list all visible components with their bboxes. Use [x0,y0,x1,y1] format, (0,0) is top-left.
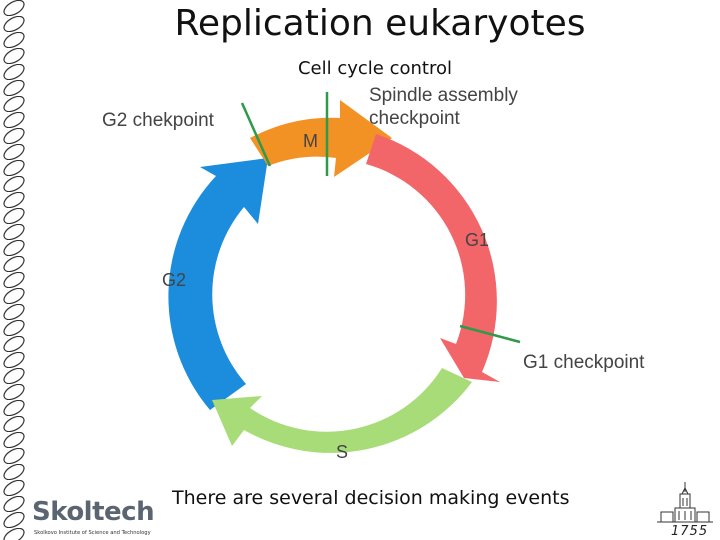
g1-checkpoint-marker [459,324,521,344]
phase-label-g1: G1 [465,230,490,250]
emblem-year: 1755 [671,524,709,539]
g2-checkpoint-marker [240,102,272,167]
spindle-checkpoint-label-line1: Spindle assembly [369,85,518,106]
phase-arc-g2 [168,158,268,410]
spindle-checkpoint-label-line2: checkpoint [369,108,460,129]
logo-wordmark: Skoltech [32,497,155,527]
phase-label-s: S [336,442,349,462]
slide-title: Replication eukaryotes [174,3,586,44]
g2-checkpoint-label: G2 chekpoint [102,110,214,131]
phase-label-m: M [303,131,318,151]
phase-label-g2: G2 [162,270,187,290]
university-building-emblem [657,482,713,523]
phase-arc-m [250,100,392,177]
diagram-subtitle: Cell cycle control [297,58,452,79]
logo-tagline: Skolkovo Institute of Science and Techno… [34,530,151,536]
g1-checkpoint-label: G1 checkpoint [523,352,645,373]
decorative-border [0,0,28,540]
phase-arc-s [212,368,472,453]
skoltech-logo: Skoltech Skolkovo Institute of Science a… [32,497,155,540]
footer-caption: There are several decision making events [172,487,570,509]
phase-arc-g1 [366,134,500,382]
